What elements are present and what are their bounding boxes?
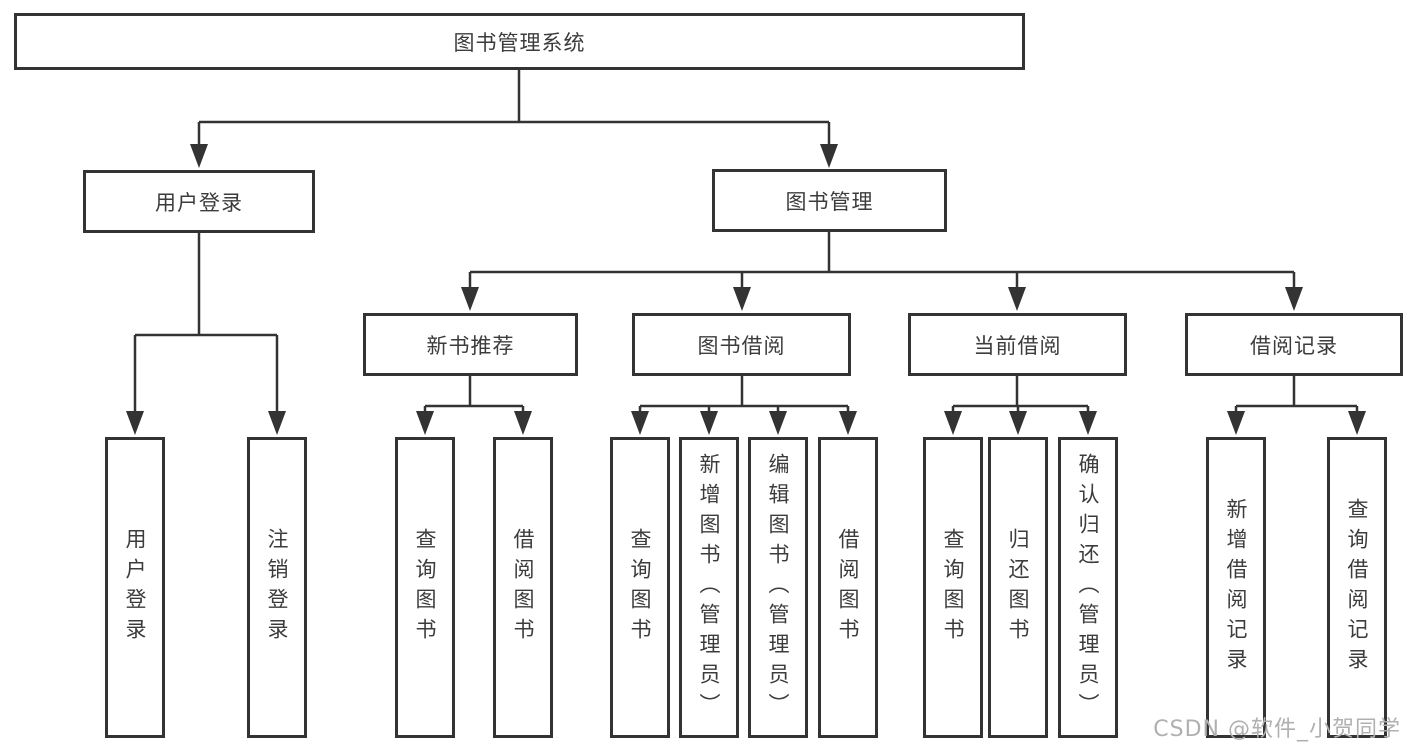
arrowhead-down-icon: [461, 287, 479, 311]
node-label: 当前借阅: [973, 333, 1062, 358]
arrowhead-down-icon: [126, 411, 144, 435]
arrowhead-down-icon: [1008, 287, 1026, 311]
leaf-box-logout: 注销登录: [247, 437, 307, 738]
root-box-library-management-system: 图书管理系统: [14, 13, 1025, 70]
leaf-label: 编辑图书（管理员）: [766, 452, 790, 723]
node-label: 用户登录: [155, 190, 243, 215]
root-label: 图书管理系统: [453, 30, 586, 55]
arrowhead-down-icon: [631, 411, 649, 435]
leaf-label: 新增图书（管理员）: [697, 452, 721, 723]
leaf-box-borrow-books-borrowing: 借阅图书: [818, 437, 878, 738]
node-box-book-borrowing: 图书借阅: [632, 313, 851, 376]
node-box-new-book-recommend: 新书推荐: [363, 313, 578, 376]
leaf-box-query-books-current: 查询图书: [923, 437, 983, 738]
arrowhead-down-icon: [1348, 411, 1366, 435]
leaf-label: 用户登录: [123, 527, 147, 648]
leaf-box-query-books-recommend: 查询图书: [395, 437, 455, 738]
node-label: 图书借阅: [697, 333, 786, 358]
node-label: 图书管理: [785, 189, 874, 214]
arrowhead-down-icon: [1009, 411, 1027, 435]
node-box-user-login: 用户登录: [83, 170, 315, 233]
leaf-label: 借阅图书: [511, 527, 535, 648]
leaf-label: 查询图书: [628, 527, 652, 648]
leaf-label: 借阅图书: [836, 527, 860, 648]
leaf-label: 归还图书: [1006, 527, 1030, 648]
leaf-label: 新增借阅记录: [1224, 497, 1248, 678]
leaf-box-add-book-admin: 新增图书（管理员）: [679, 437, 739, 738]
arrowhead-down-icon: [1285, 287, 1303, 311]
arrowhead-down-icon: [1227, 411, 1245, 435]
leaf-box-user-login: 用户登录: [105, 437, 165, 738]
leaf-label: 确认归还（管理员）: [1076, 452, 1100, 723]
arrowhead-down-icon: [514, 411, 532, 435]
leaf-box-confirm-return-admin: 确认归还（管理员）: [1058, 437, 1118, 738]
arrowhead-down-icon: [820, 144, 838, 168]
leaf-box-add-borrow-record: 新增借阅记录: [1206, 437, 1266, 738]
leaf-box-query-books-borrowing: 查询图书: [610, 437, 670, 738]
leaf-box-borrow-books-recommend: 借阅图书: [493, 437, 553, 738]
leaf-label: 查询图书: [941, 527, 965, 648]
arrowhead-down-icon: [769, 411, 787, 435]
leaf-box-edit-book-admin: 编辑图书（管理员）: [748, 437, 808, 738]
arrowhead-down-icon: [839, 411, 857, 435]
leaf-label: 注销登录: [265, 527, 289, 648]
leaf-box-return-book: 归还图书: [988, 437, 1048, 738]
arrowhead-down-icon: [700, 411, 718, 435]
csdn-watermark: CSDN @软件_小贺同学: [1153, 717, 1401, 742]
leaf-label: 查询借阅记录: [1345, 497, 1369, 678]
arrowhead-down-icon: [416, 411, 434, 435]
arrowhead-down-icon: [733, 287, 751, 311]
arrowhead-down-icon: [268, 411, 286, 435]
leaf-box-query-borrow-record: 查询借阅记录: [1327, 437, 1387, 738]
arrowhead-down-icon: [1079, 411, 1097, 435]
node-box-current-borrowing: 当前借阅: [908, 313, 1127, 376]
leaf-label: 查询图书: [413, 527, 437, 648]
node-box-borrowing-records: 借阅记录: [1185, 313, 1403, 376]
arrowhead-down-icon: [190, 144, 208, 168]
arrowhead-down-icon: [944, 411, 962, 435]
node-label: 新书推荐: [426, 333, 515, 358]
node-label: 借阅记录: [1250, 333, 1338, 358]
node-box-book-management: 图书管理: [712, 169, 947, 232]
